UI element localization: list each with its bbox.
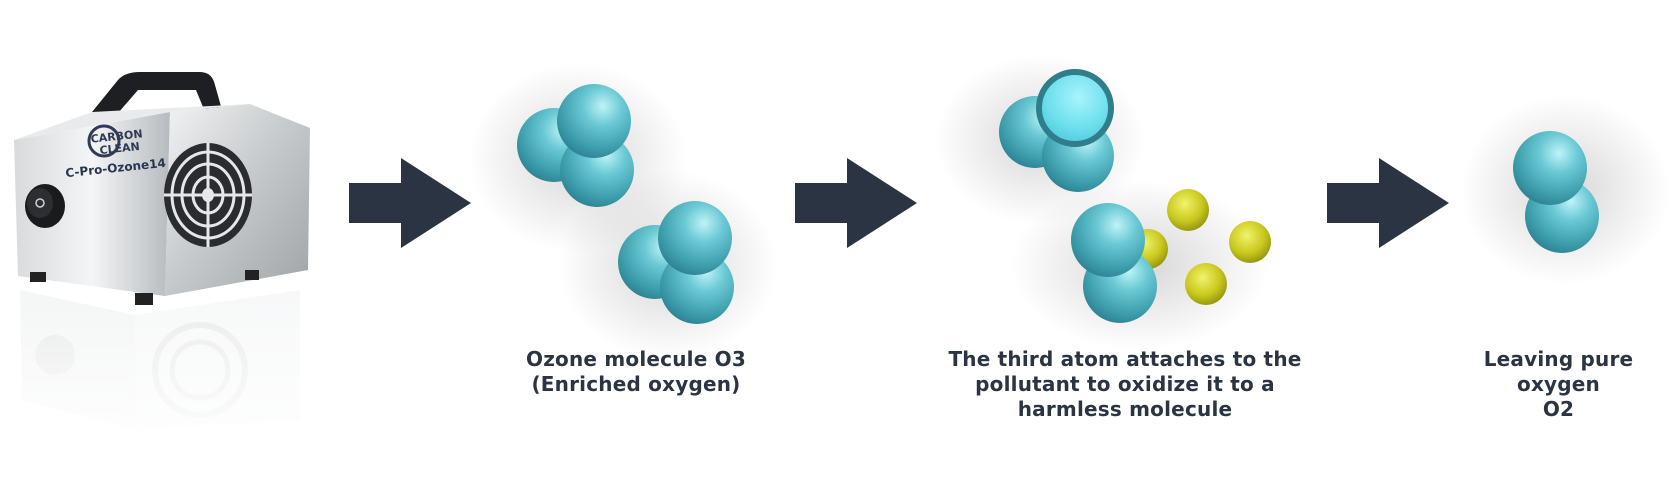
step-caption-oxidation: The third atom attaches to the pollutant… bbox=[930, 347, 1320, 422]
oxidation-reaction-group bbox=[935, 55, 1271, 350]
caption-line: Ozone molecule O3 bbox=[526, 347, 746, 371]
caption-line: The third atom attaches to the bbox=[948, 347, 1302, 371]
device-handle bbox=[92, 72, 222, 120]
caption-line: Leaving pure oxygen bbox=[1483, 347, 1634, 396]
brand-bottom-text: CLEAN bbox=[99, 140, 140, 157]
caption-line: harmless molecule bbox=[1017, 397, 1233, 421]
pure-oxygen-molecule bbox=[1460, 95, 1670, 285]
caption-line: pollutant to oxidize it to a bbox=[975, 372, 1275, 396]
control-knob-icon bbox=[25, 184, 65, 228]
caption-line: (Enriched oxygen) bbox=[531, 372, 741, 396]
process-arrow-1 bbox=[349, 158, 471, 248]
step-caption-ozone: Ozone molecule O3 (Enriched oxygen) bbox=[506, 347, 766, 397]
device-front-panel bbox=[14, 112, 170, 296]
ozone-molecule-1 bbox=[517, 84, 634, 207]
carbon-clean-logo: CARBON CLEAN bbox=[87, 124, 143, 158]
ozone-generator-device: CARBON CLEAN C-Pro-Ozone14 bbox=[0, 72, 320, 458]
process-arrow-3 bbox=[1327, 158, 1449, 248]
process-arrow-2 bbox=[795, 158, 917, 248]
oxygen-molecule-lower bbox=[1071, 203, 1157, 323]
free-oxygen-atom bbox=[1036, 69, 1114, 147]
ozone-molecule-group bbox=[468, 63, 778, 360]
brand-top-text: CARBON bbox=[90, 127, 143, 145]
caption-line: O2 bbox=[1542, 397, 1575, 421]
step-caption-pure-oxygen: Leaving pure oxygen O2 bbox=[1440, 347, 1677, 422]
fan-grille-icon bbox=[164, 143, 252, 247]
ozone-molecule-2 bbox=[618, 201, 734, 324]
